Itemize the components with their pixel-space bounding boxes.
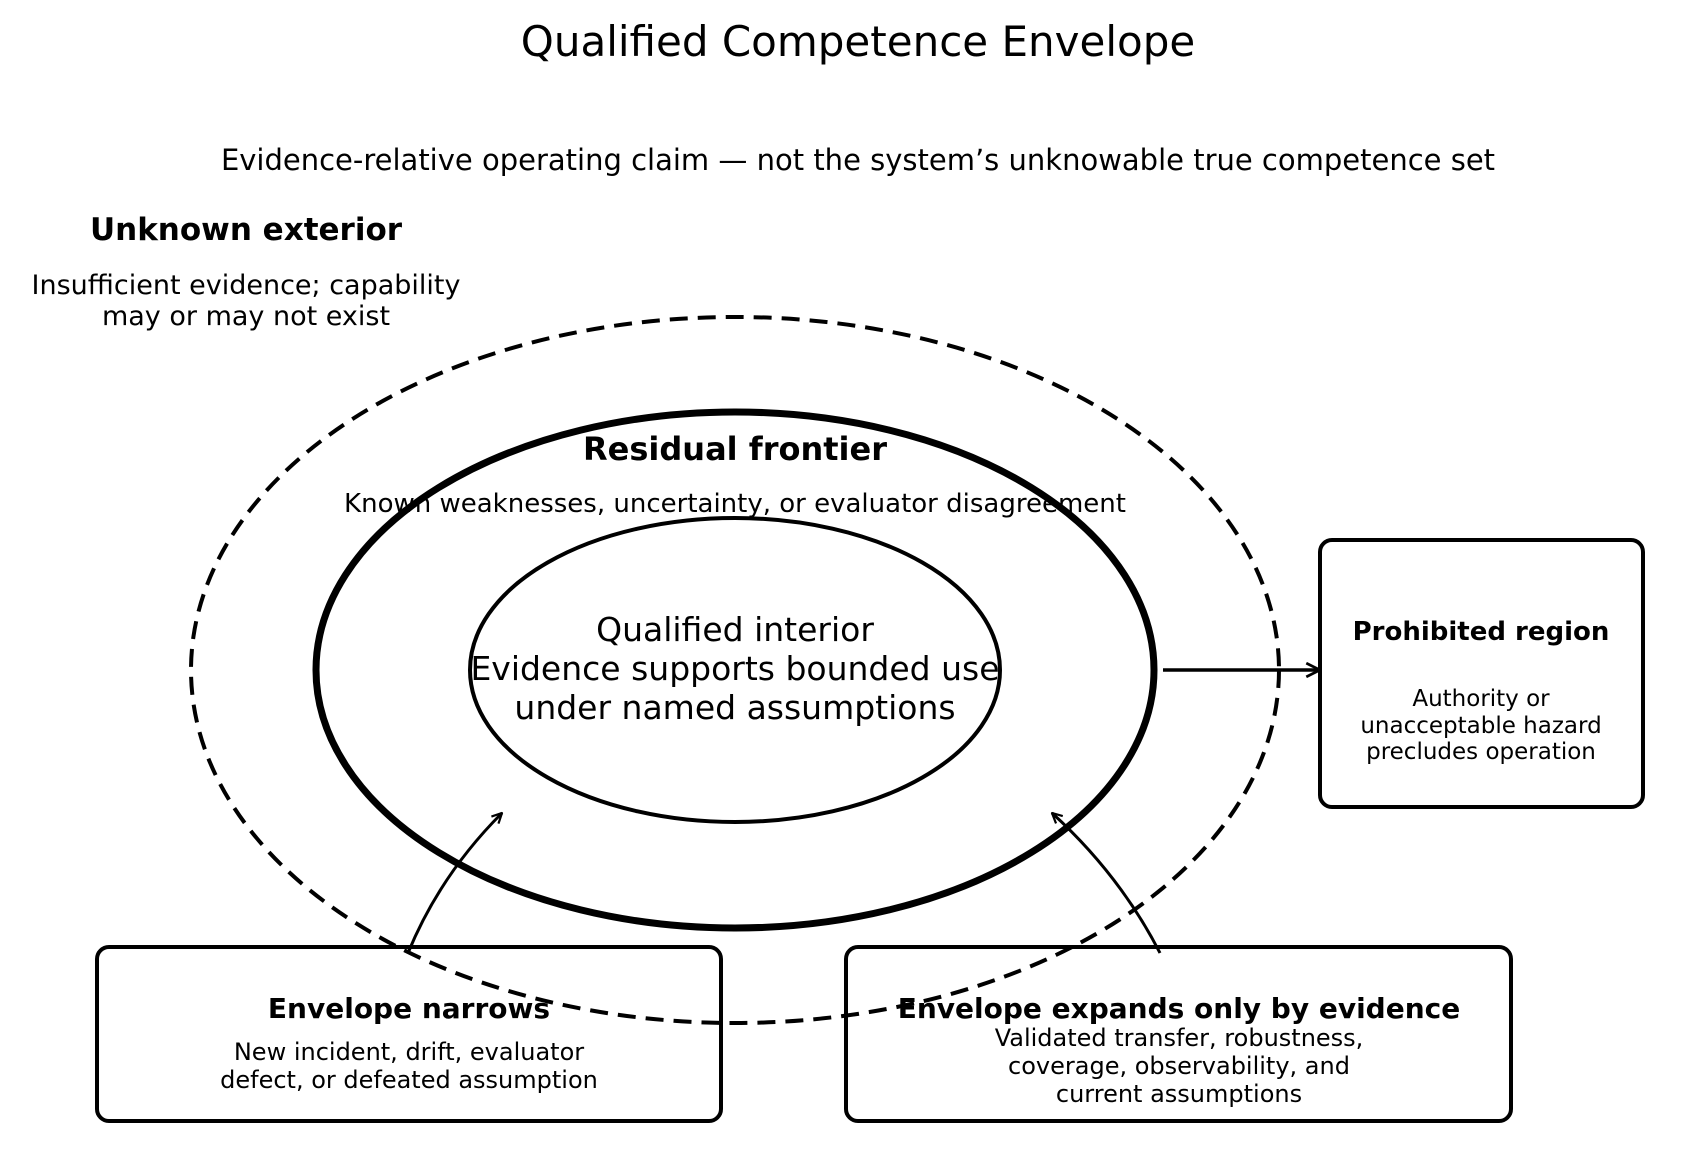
envelope-expands-line1: Validated transfer, robustness, <box>995 1024 1364 1052</box>
envelope-expands-box <box>844 945 1513 1123</box>
qualified-interior-line1: Qualified interior <box>596 610 874 649</box>
diagram-title: Qualified Competence Envelope <box>521 17 1195 66</box>
qualified-interior-line3: under named assumptions <box>514 688 955 727</box>
unknown-exterior-heading: Unknown exterior <box>90 212 403 248</box>
qualified-interior-ellipse <box>468 516 1002 824</box>
residual-frontier-description: Known weaknesses, uncertainty, or evalua… <box>344 489 1126 519</box>
prohibited-region-line2: unacceptable hazard <box>1360 713 1601 739</box>
envelope-narrows-line1: New incident, drift, evaluator <box>234 1038 584 1066</box>
prohibited-region-line3: precludes operation <box>1366 739 1596 765</box>
residual-frontier-heading: Residual frontier <box>583 430 887 468</box>
envelope-expands-line3: current assumptions <box>1056 1080 1302 1108</box>
unknown-exterior-line1: Insufficient evidence; capability <box>32 270 461 301</box>
envelope-narrows-arrow <box>406 813 502 954</box>
residual-frontier-ellipse <box>312 408 1158 932</box>
prohibited-region-line1: Authority or <box>1412 686 1550 712</box>
envelope-expands-line2: coverage, observability, and <box>1008 1052 1350 1080</box>
unknown-exterior-line2: may or may not exist <box>102 301 390 332</box>
diagram-subtitle: Evidence-relative operating claim — not … <box>221 143 1495 177</box>
prohibited-region-box <box>1318 538 1645 809</box>
prohibited-region-heading: Prohibited region <box>1353 617 1610 647</box>
envelope-narrows-line2: defect, or defeated assumption <box>220 1066 598 1094</box>
envelope-narrows-heading: Envelope narrows <box>268 992 550 1025</box>
envelope-expands-arrow <box>1052 813 1162 954</box>
qualified-interior-line2: Evidence supports bounded use <box>470 649 999 688</box>
envelope-narrows-box <box>95 945 723 1123</box>
envelope-expands-heading: Envelope expands only by evidence <box>898 992 1461 1025</box>
